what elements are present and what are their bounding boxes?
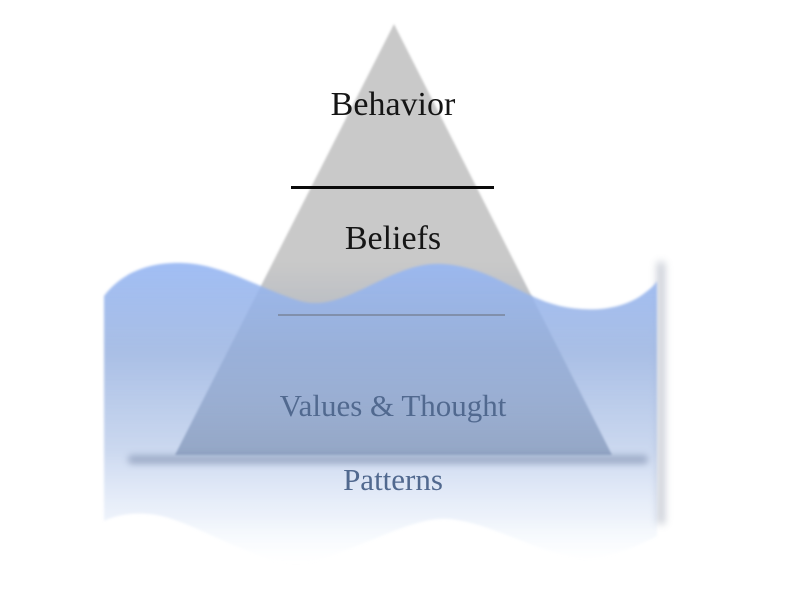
layer-label-beliefs: Beliefs xyxy=(344,220,442,257)
values-line-2: Patterns xyxy=(343,462,443,497)
values-line-1: Values & Thought xyxy=(279,388,507,423)
water-wave xyxy=(104,262,657,564)
divider-beliefs-values xyxy=(278,314,505,316)
water-right-shadow xyxy=(657,262,665,524)
layer-label-behavior: Behavior xyxy=(330,86,456,123)
layer-label-values: Values & Thought Patterns xyxy=(0,350,786,498)
divider-behavior-beliefs xyxy=(291,186,494,189)
